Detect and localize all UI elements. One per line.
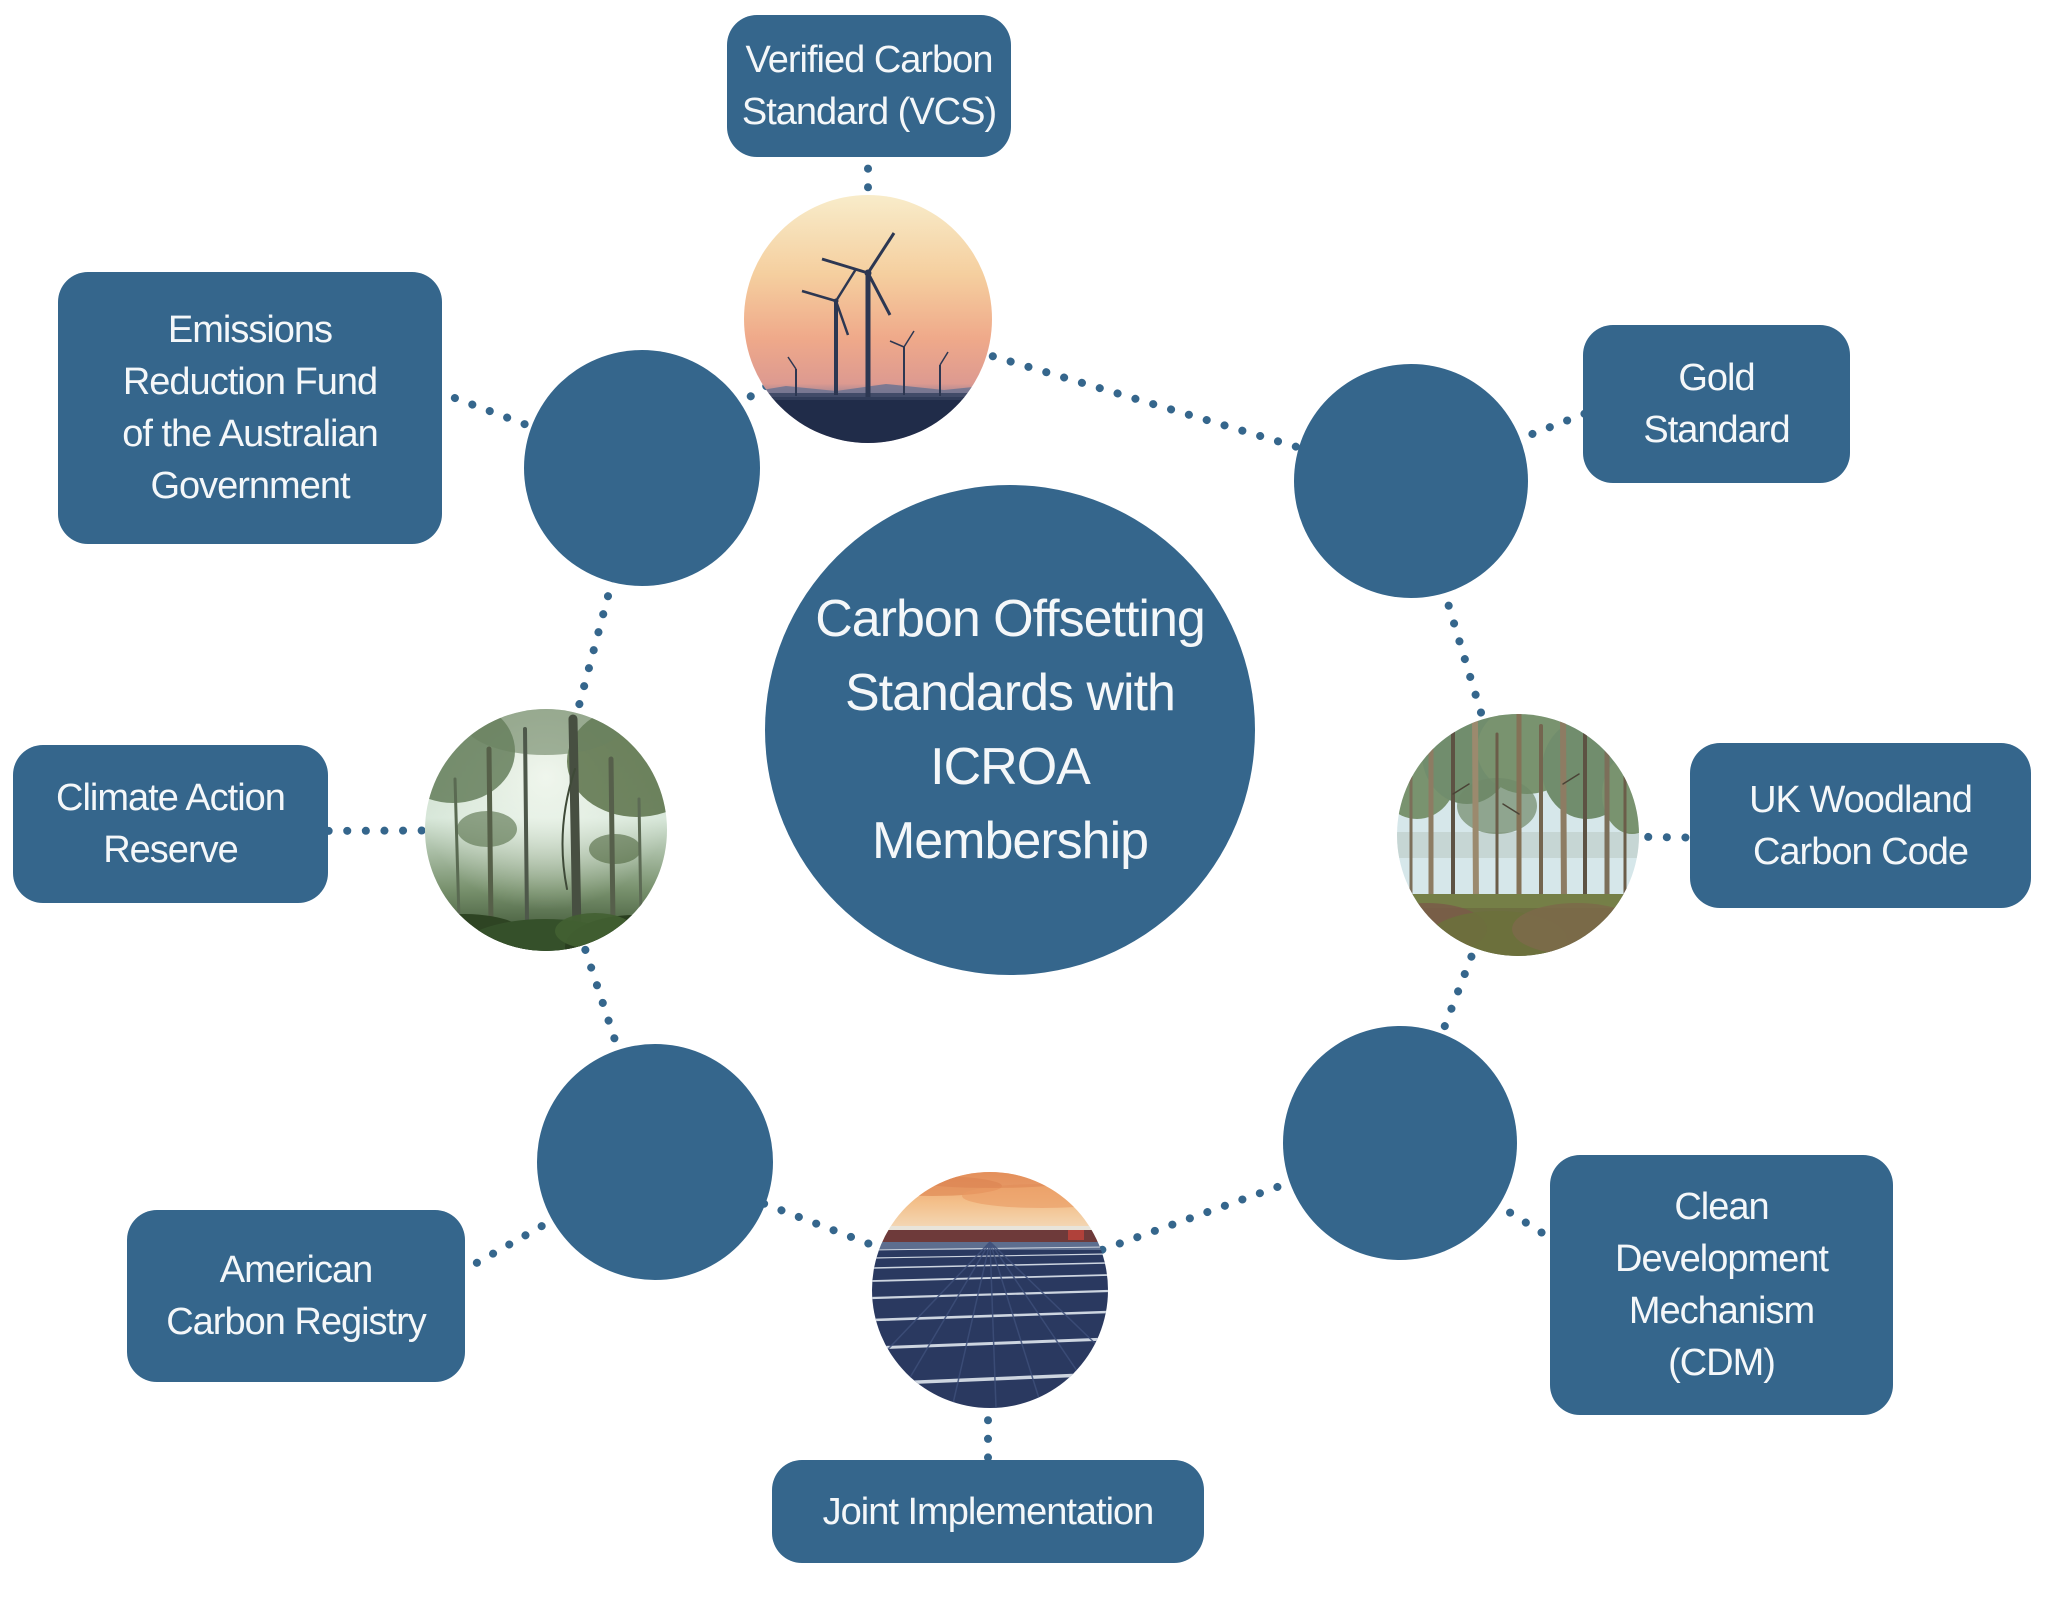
label-clean-development-mechanism: Clean Development Mechanism (CDM) bbox=[1550, 1155, 1893, 1415]
ring-segment bbox=[542, 464, 646, 834]
node-circle-climate-action-reserve bbox=[425, 709, 667, 951]
label-emissions-reduction-fund: Emissions Reduction Fund of the Australi… bbox=[58, 272, 442, 544]
node-circle-american-carbon-registry bbox=[537, 1044, 773, 1280]
node-circle-gold-standard bbox=[1294, 364, 1528, 598]
label-climate-action-reserve: Climate Action Reserve bbox=[13, 745, 328, 903]
pine-forest-photo bbox=[1397, 714, 1639, 956]
solar-panel-farm-at-sunset-photo bbox=[872, 1172, 1108, 1408]
node-circle-clean-development-mechanism bbox=[1283, 1026, 1517, 1260]
label-connector-erf bbox=[416, 381, 646, 472]
node-circle-verified-carbon-standard bbox=[744, 195, 992, 443]
misty-rainforest-photo bbox=[425, 709, 667, 951]
label-american-carbon-registry: American Carbon Registry bbox=[127, 1210, 465, 1382]
wind-turbines-at-sunset-photo bbox=[744, 195, 992, 443]
ring-segment bbox=[1407, 477, 1522, 839]
label-verified-carbon-standard: Verified Carbon Standard (VCS) bbox=[727, 15, 1011, 157]
node-circle-uk-woodland-carbon-code bbox=[1397, 714, 1639, 956]
label-gold-standard: Gold Standard bbox=[1583, 325, 1850, 483]
label-connector-car bbox=[306, 826, 550, 835]
label-uk-woodland-carbon-code: UK Woodland Carbon Code bbox=[1690, 743, 2031, 908]
central-circle: Carbon Offsetting Standards with ICROA M… bbox=[765, 485, 1255, 975]
central-label: Carbon Offsetting Standards with ICROA M… bbox=[815, 590, 1206, 870]
label-joint-implementation: Joint Implementation bbox=[772, 1460, 1204, 1563]
node-circle-emissions-reduction-fund bbox=[524, 350, 760, 586]
node-circle-joint-implementation bbox=[872, 1172, 1108, 1408]
